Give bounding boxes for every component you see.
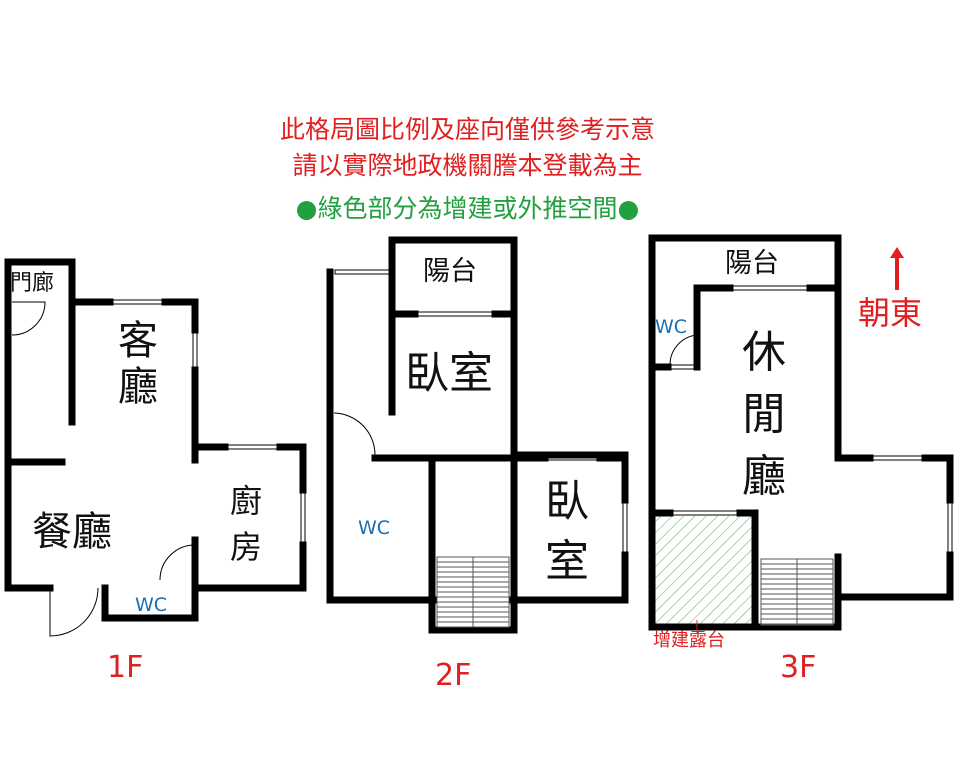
floor-label-1f: 1F	[107, 650, 144, 685]
room-balcony-3f: 陽台	[725, 248, 779, 279]
room-lounge: 休閒廳	[742, 327, 786, 502]
room-kitchen: 廚房	[230, 482, 263, 566]
room-bedroom-2f-2: 臥室	[545, 476, 589, 587]
room-wc-2f: WC	[358, 517, 391, 539]
walls-3f	[648, 234, 954, 631]
doors-windows-3f	[667, 285, 953, 556]
room-porch: 門廊	[10, 271, 55, 296]
doors-windows-1f	[11, 299, 306, 637]
room-balcony-2f: 陽台	[423, 256, 477, 287]
stairs-2f	[436, 556, 510, 628]
room-living: 客廳	[118, 318, 158, 410]
stairs-3f	[760, 558, 834, 626]
orientation-label: 朝東	[858, 294, 923, 332]
walls-1f	[4, 258, 307, 622]
floor-label-3f: 3F	[780, 650, 817, 685]
room-bedroom-2f-1: 臥室	[405, 348, 493, 399]
walls-2f	[326, 236, 629, 634]
notice-line-3: ●綠色部分為增建或外推空間●	[295, 194, 640, 223]
floor-label-2f: 2F	[435, 658, 472, 693]
notice-line-2: 請以實際地政機關謄本登載為主	[292, 151, 643, 180]
addition-terrace-hatch	[655, 516, 753, 624]
addition-terrace-label: 增建露台	[653, 630, 725, 651]
room-wc-1f: WC	[135, 594, 168, 616]
notice-line-1: 此格局圖比例及座向僅供參考示意	[279, 115, 655, 144]
doors-windows-2f	[333, 269, 628, 556]
arrow-up-icon	[890, 247, 904, 290]
room-dining: 餐廳	[32, 509, 112, 555]
room-wc-3f: WC	[655, 316, 688, 338]
